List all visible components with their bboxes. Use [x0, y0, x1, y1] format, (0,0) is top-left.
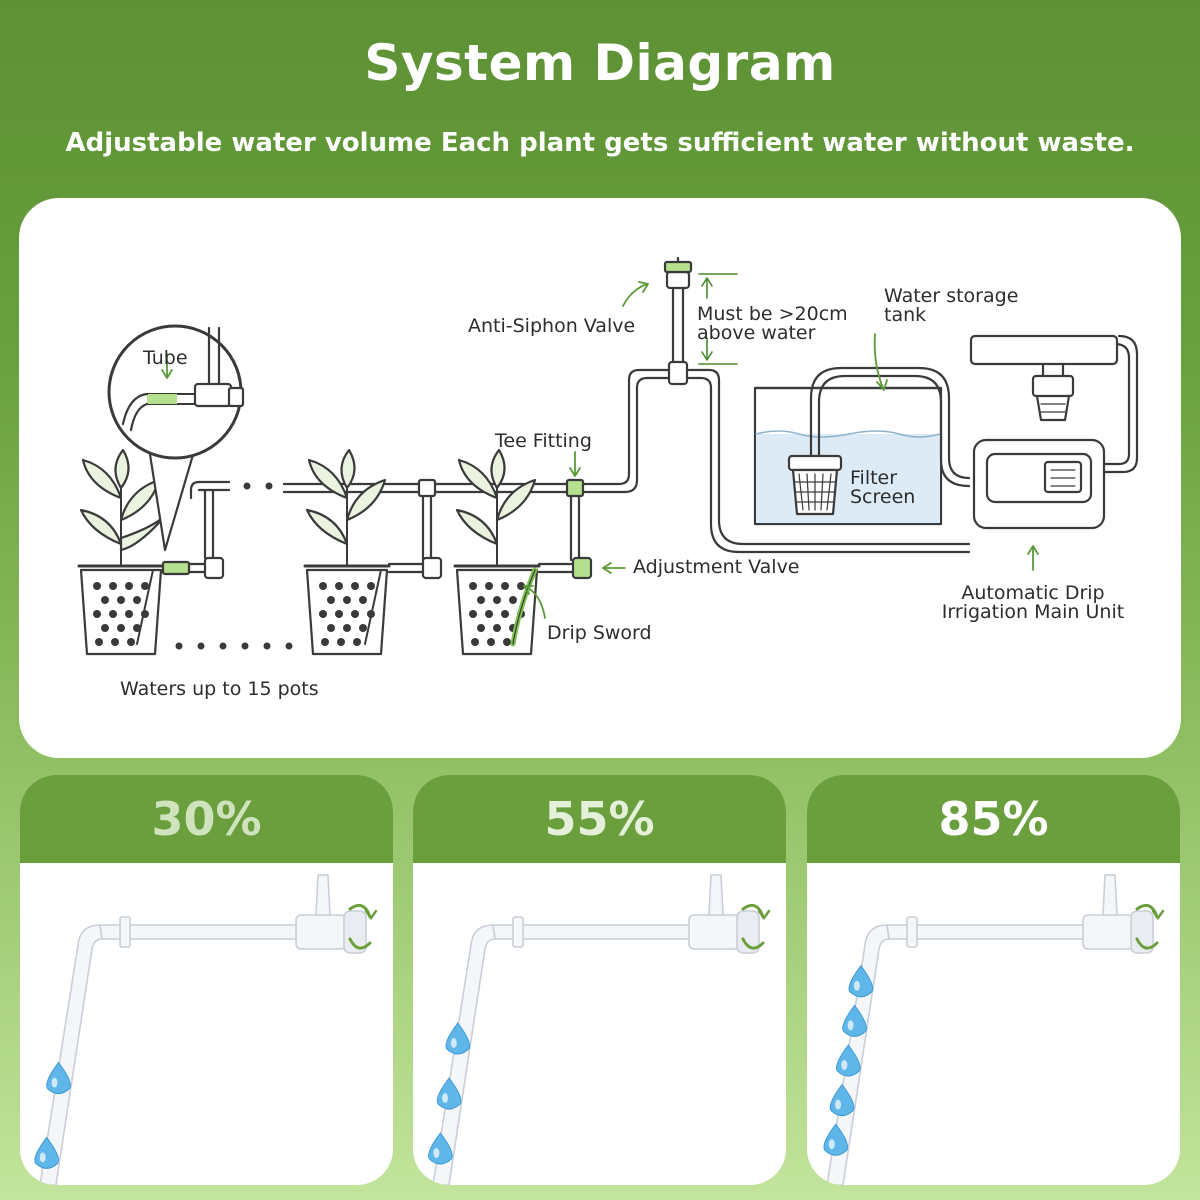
- height-dimension: [698, 273, 738, 365]
- magnifier-callout-icon: [107, 324, 245, 552]
- label-anti-siphon-valve: Anti-Siphon Valve: [468, 315, 636, 337]
- water-drop-icon: [34, 1136, 59, 1169]
- branch-tube-left: [189, 480, 231, 560]
- plant-pot-icon: [453, 448, 541, 656]
- arrow-icon: [161, 353, 173, 379]
- arrow-icon: [602, 562, 626, 574]
- label-main-unit: Automatic Drip Irrigation Main Unit: [941, 582, 1125, 623]
- water-drop-icon: [836, 1044, 861, 1077]
- label-water-storage-tank: Water storage tank: [884, 285, 1019, 326]
- water-drop-icon: [848, 964, 874, 998]
- pump-unit-icon: [972, 334, 1139, 530]
- anti-siphon-valve-icon: [663, 256, 693, 386]
- water-drop-icon: [445, 1022, 471, 1055]
- flow-level-value: 55%: [544, 792, 655, 846]
- label-height-note: Must be >20cm above water: [697, 303, 848, 344]
- tap-adapter-icon: [969, 334, 1119, 422]
- tank-inlet-tube: [809, 366, 971, 488]
- flow-level-card-low: 30%: [20, 775, 393, 1185]
- drip-sword-icon: [39, 874, 367, 1185]
- arrow-icon: [1027, 545, 1039, 571]
- flow-level-card-medium: 55%: [413, 775, 786, 1185]
- label-adjustment-valve: Adjustment Valve: [633, 556, 800, 578]
- label-filter-screen: Filter Screen: [850, 467, 916, 508]
- water-drop-icon: [428, 1132, 453, 1165]
- drip-sword-flow-illustration: [34, 874, 378, 1185]
- flow-level-card-high: 85%: [807, 775, 1180, 1185]
- plant-pot-icon: [77, 448, 167, 656]
- water-drop-icon: [829, 1083, 855, 1117]
- system-diagram-card: Tube Anti-Siphon Valve Must be >20cm abo…: [19, 198, 1181, 758]
- arrow-icon: [569, 451, 581, 477]
- system-diagram-illustration: [77, 256, 1139, 656]
- drip-sword-icon: [136, 567, 538, 647]
- label-pot-count: Waters up to 15 pots: [120, 678, 319, 700]
- rotate-arrow-icon: [348, 903, 378, 950]
- continuation-dots: [175, 482, 293, 650]
- flow-level-value: 85%: [938, 792, 1049, 846]
- arrow-icon: [873, 333, 888, 391]
- water-drop-icon: [842, 1004, 867, 1037]
- drip-sword-flow-illustration: [823, 874, 1165, 1185]
- tee-fitting-icon: [417, 478, 585, 562]
- label-tube: Tube: [143, 347, 188, 369]
- water-drop-icon: [46, 1061, 71, 1095]
- page-subtitle: Adjustable water volume Each plant gets …: [65, 128, 1135, 158]
- page-title: System Diagram: [364, 34, 836, 92]
- plant-pot-icon: [303, 448, 391, 656]
- arrow-icon: [523, 585, 546, 619]
- drip-sword-flow-illustration: [428, 874, 771, 1185]
- adjustment-valve-icon: [161, 556, 593, 580]
- water-drop-icon: [823, 1123, 849, 1156]
- water-drop-icon: [436, 1077, 462, 1110]
- flow-level-header: 85%: [807, 775, 1180, 863]
- filter-screen-icon: [787, 454, 843, 516]
- drip-sword-icon: [432, 874, 760, 1185]
- flow-level-header: 55%: [413, 775, 786, 863]
- flow-level-header: 30%: [20, 775, 393, 863]
- arrow-icon: [622, 281, 649, 307]
- label-drip-sword: Drip Sword: [547, 622, 652, 644]
- flow-level-value: 30%: [151, 792, 262, 846]
- rotate-arrow-icon: [741, 903, 771, 950]
- drip-sword-icon: [826, 874, 1154, 1185]
- label-tee-fitting: Tee Fitting: [495, 430, 592, 452]
- rotate-arrow-icon: [1135, 903, 1165, 950]
